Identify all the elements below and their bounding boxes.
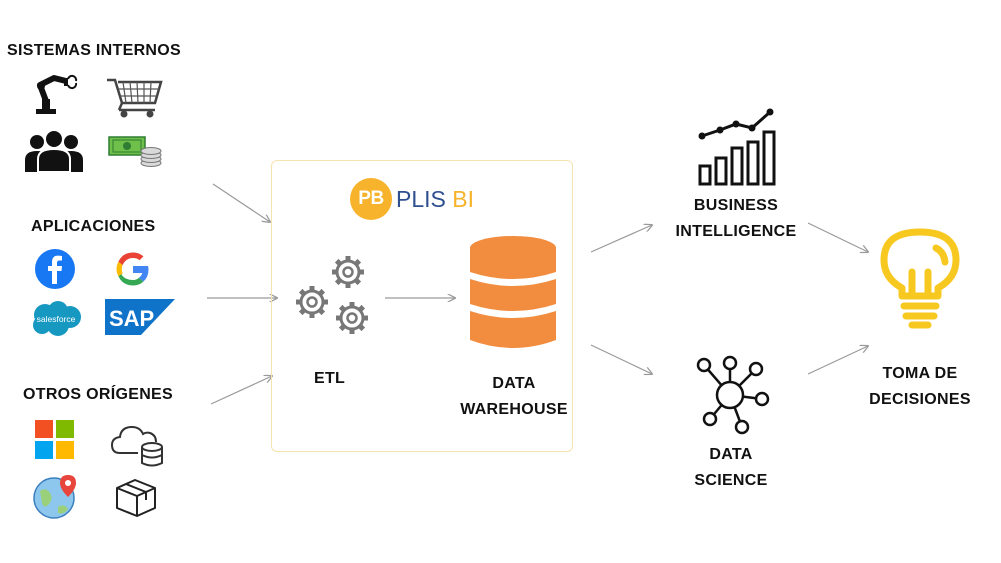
box-icon (116, 479, 156, 517)
arrow-internal-to-etl (212, 183, 270, 222)
data-science-line2: SCIENCE (694, 472, 768, 489)
arrow-ds-to-decisions (807, 346, 868, 375)
arrow-warehouse-to-ds (590, 344, 652, 374)
data-science-label: DATA SCIENCE (661, 442, 801, 494)
arrow-warehouse-to-bi (590, 225, 652, 253)
business-intelligence-line1: BUSINESS (693, 197, 779, 214)
arrow-bi-to-decisions (807, 222, 868, 252)
cloud-database-icon (110, 425, 163, 467)
network-nodes-icon (696, 355, 770, 435)
data-science-line1: DATA (709, 446, 753, 463)
database-icon (470, 236, 556, 348)
shopping-cart-icon (107, 78, 163, 118)
etl-label: ETL (314, 370, 346, 387)
arrow-others-to-etl (210, 376, 272, 405)
microsoft-icon (35, 420, 74, 459)
sap-logo-text: SAP (109, 306, 154, 331)
decisions-label: TOMA DE DECISIONES (850, 361, 990, 413)
salesforce-icon: salesforce (33, 301, 81, 336)
processing-frame (271, 160, 573, 452)
brand-name-part1: PLIS (396, 186, 446, 212)
business-intelligence-label: BUSINESS INTELLIGENCE (666, 193, 806, 245)
gears-icon (288, 250, 380, 342)
data-warehouse-line1: DATA (492, 375, 536, 392)
globe-pin-icon (33, 475, 76, 519)
data-warehouse-label: DATA WAREHOUSE (444, 371, 584, 423)
brand-name-part2: BI (452, 186, 474, 212)
robot-arm-icon (36, 74, 78, 114)
brand-name: PLIS BI (396, 186, 474, 212)
google-icon (116, 252, 149, 286)
other-sources-title: OTROS ORÍGENES (23, 386, 173, 403)
business-intelligence-line2: INTELLIGENCE (675, 223, 797, 240)
data-warehouse-line2: WAREHOUSE (460, 401, 568, 418)
decisions-line1: TOMA DE (882, 365, 958, 382)
money-coins-icon (108, 136, 162, 167)
growth-chart-icon (698, 108, 776, 186)
applications-title: APLICACIONES (31, 218, 156, 235)
salesforce-logo-text: salesforce (37, 314, 76, 324)
lightbulb-icon (880, 228, 960, 329)
decisions-line2: DECISIONES (869, 391, 971, 408)
people-icon (25, 129, 83, 172)
internal-systems-title: SISTEMAS INTERNOS (7, 42, 182, 59)
facebook-icon (35, 249, 75, 289)
brand-badge: PB (350, 178, 392, 220)
sap-icon: SAP (105, 299, 175, 335)
